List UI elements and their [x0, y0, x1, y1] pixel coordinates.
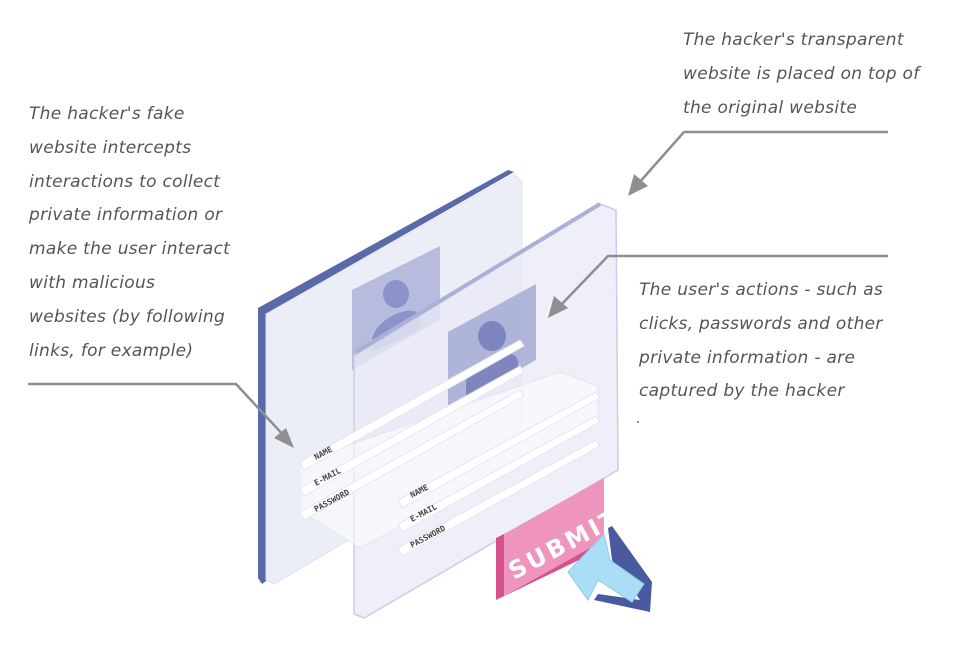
caption-line: clicks, passwords and other: [639, 313, 883, 334]
cursor-body: [567, 532, 645, 603]
arrow-top: [637, 130, 888, 185]
caption-line: captured by the hacker: [639, 381, 845, 402]
front-panel-top-edge: [354, 202, 602, 354]
caption-user-actions: The user's actions - such as clicks, pas…: [639, 274, 883, 409]
caption-fake-website: The hacker's fake website intercepts int…: [29, 98, 230, 368]
arrow-top-head: [628, 174, 648, 196]
caption-line: make the user interact: [29, 239, 231, 260]
caption-line: interactions to collect: [29, 171, 221, 192]
caption-line: private information - are: [639, 347, 856, 368]
arrow-right: [559, 254, 888, 307]
caption-line: The hacker's fake: [29, 104, 185, 124]
caption-line: the original website: [683, 97, 858, 118]
caption-line: The hacker's transparent: [683, 30, 904, 50]
arrow-left: [28, 382, 287, 439]
caption-line: links, for example): [29, 340, 194, 361]
back-panel-edge: [258, 170, 514, 584]
caption-line: website is placed on top of: [683, 63, 920, 84]
arrow-left-head: [274, 428, 294, 448]
caption-line: website intercepts: [29, 137, 192, 158]
caption-line: with malicious: [29, 272, 156, 293]
front-form: NAME E-MAIL PASSWORD: [397, 391, 601, 557]
caption-line: private information or: [29, 205, 223, 226]
cursor-icon: [567, 526, 652, 612]
caption-line: websites (by following: [29, 306, 226, 327]
back-form: NAME E-MAIL PASSWORD: [299, 339, 525, 521]
caption-transparent-website: The hacker's transparent website is plac…: [683, 24, 920, 125]
stray-dot: [637, 421, 639, 423]
pointer-arrows: [28, 130, 888, 448]
arrow-right-head: [548, 296, 568, 318]
submit-button-face: [504, 478, 604, 596]
caption-line: The user's actions - such as: [639, 280, 883, 300]
submit-button-side: [496, 534, 504, 600]
